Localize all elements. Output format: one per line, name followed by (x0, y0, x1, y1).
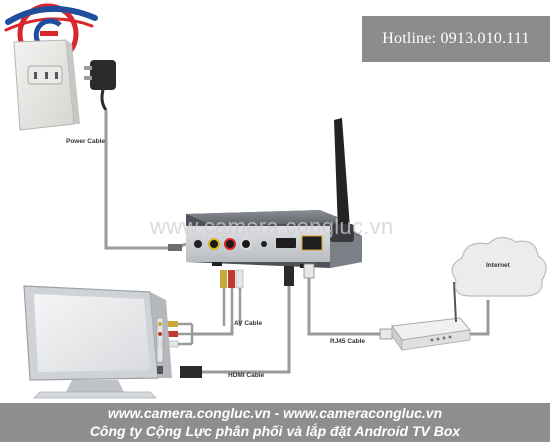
av-cable (165, 269, 244, 348)
hdmi-cable-label: HDMI Cable (228, 372, 265, 379)
av-port-red-icon (224, 238, 236, 250)
rj45-cable-label: RJ45 Cable (330, 338, 366, 345)
internet-link (470, 300, 490, 336)
power-port-icon (194, 240, 202, 248)
hdmi-cable (180, 266, 294, 378)
rj45-port-icon (301, 235, 323, 251)
antenna (334, 118, 350, 230)
footer-banner: www.camera.congluc.vn - www.cameraconglu… (0, 403, 550, 442)
power-plug (168, 244, 182, 251)
android-tv-box (186, 118, 362, 268)
power-cable-label: Power Cable (66, 138, 106, 145)
internet-cloud (451, 236, 547, 297)
av-port-white-icon (240, 238, 252, 250)
power-adapter (84, 60, 116, 111)
rj45-cable (303, 263, 393, 340)
av-cable-label: AV Cable (234, 320, 263, 327)
hdmi-port-icon (276, 238, 296, 248)
footer-websites: www.camera.congluc.vn - www.cameraconglu… (107, 405, 443, 421)
router (391, 281, 471, 352)
wall-outlet (13, 39, 80, 131)
router-antenna (453, 281, 457, 323)
watermark: www.camera.congluc.vn (150, 214, 394, 239)
footer-company-line: Công ty Cộng Lực phân phối và lắp đặt An… (89, 423, 461, 439)
hotline-banner: Hotline: 0913.010.111 (362, 16, 550, 62)
av-port-yellow-icon (208, 238, 220, 250)
internet-label: Internet (486, 262, 510, 269)
television (23, 285, 172, 399)
